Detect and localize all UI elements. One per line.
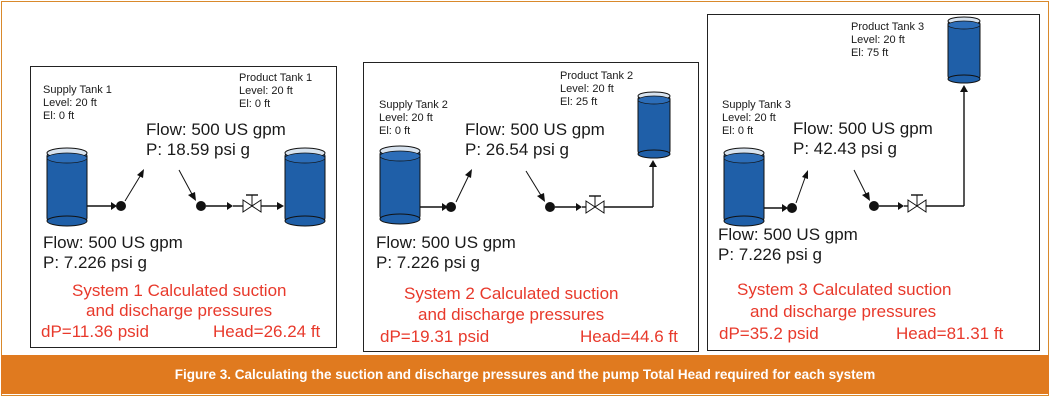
result-line-1: System 1 Calculated suction — [72, 281, 287, 300]
system-3-schematic — [723, 16, 981, 227]
discharge-node-icon — [869, 201, 879, 211]
suction-node-icon — [116, 201, 126, 211]
valve-icon — [582, 195, 605, 214]
supply-tank-label: Supply Tank 1 Level: 20 ft El: 0 ft — [43, 84, 112, 122]
dp-value: dP=11.36 psid — [41, 322, 149, 341]
product-tank-label: Product Tank 2 Level: 20 ft El: 25 ft — [560, 70, 634, 108]
product-tank-icon — [947, 16, 981, 84]
result-line-2: and discharge pressures — [86, 301, 273, 320]
discharge-readout: Flow: 500 US gpm P: 26.54 psi g — [465, 120, 605, 159]
figure-caption: Figure 3. Calculating the suction and di… — [1, 355, 1049, 394]
discharge-node-icon — [545, 202, 555, 212]
system-2-panel: Supply Tank 2 Level: 20 ft El: 0 ft Prod… — [363, 62, 699, 352]
dp-value: dP=19.31 psid — [380, 327, 490, 346]
result-line-2: and discharge pressures — [750, 302, 937, 321]
result-line-2: and discharge pressures — [418, 305, 605, 324]
head-value: Head=26.24 ft — [213, 322, 321, 341]
valve-icon — [233, 194, 262, 213]
supply-tank-label: Supply Tank 3 Level: 20 ft El: 0 ft — [722, 99, 791, 137]
supply-tank-label: Supply Tank 2 Level: 20 ft El: 0 ft — [379, 99, 448, 137]
suction-readout: Flow: 500 US gpm P: 7.226 psi g — [376, 233, 516, 272]
discharge-node-icon — [196, 201, 206, 211]
result-line-1: System 2 Calculated suction — [404, 284, 619, 303]
system-1-schematic — [46, 147, 326, 227]
supply-tank-icon — [46, 147, 88, 227]
system-2-schematic — [379, 91, 671, 225]
head-value: Head=81.31 ft — [896, 324, 1004, 343]
system-1-panel: Supply Tank 1 Level: 20 ft El: 0 ft Prod… — [30, 66, 337, 348]
suction-readout: Flow: 500 US gpm P: 7.226 psi g — [718, 225, 858, 264]
suction-readout: Flow: 500 US gpm P: 7.226 psi g — [43, 233, 183, 272]
supply-tank-icon — [379, 145, 421, 225]
supply-tank-icon — [723, 147, 765, 227]
dp-value: dP=35.2 psid — [719, 324, 819, 343]
valve-icon — [904, 194, 927, 213]
suction-node-icon — [446, 202, 456, 212]
discharge-readout: Flow: 500 US gpm P: 42.43 psi g — [793, 119, 933, 158]
product-tank-icon — [637, 91, 671, 159]
product-tank-icon — [284, 147, 326, 227]
system-3-panel: Product Tank 3 Level: 20 ft El: 75 ft Su… — [707, 14, 1040, 351]
head-value: Head=44.6 ft — [580, 327, 678, 346]
product-tank-label: Product Tank 1 Level: 20 ft El: 0 ft — [239, 72, 313, 110]
result-line-1: System 3 Calculated suction — [737, 280, 952, 299]
suction-node-icon — [787, 203, 797, 213]
product-tank-label: Product Tank 3 Level: 20 ft El: 75 ft — [851, 21, 925, 59]
discharge-readout: Flow: 500 US gpm P: 18.59 psi g — [146, 120, 286, 159]
